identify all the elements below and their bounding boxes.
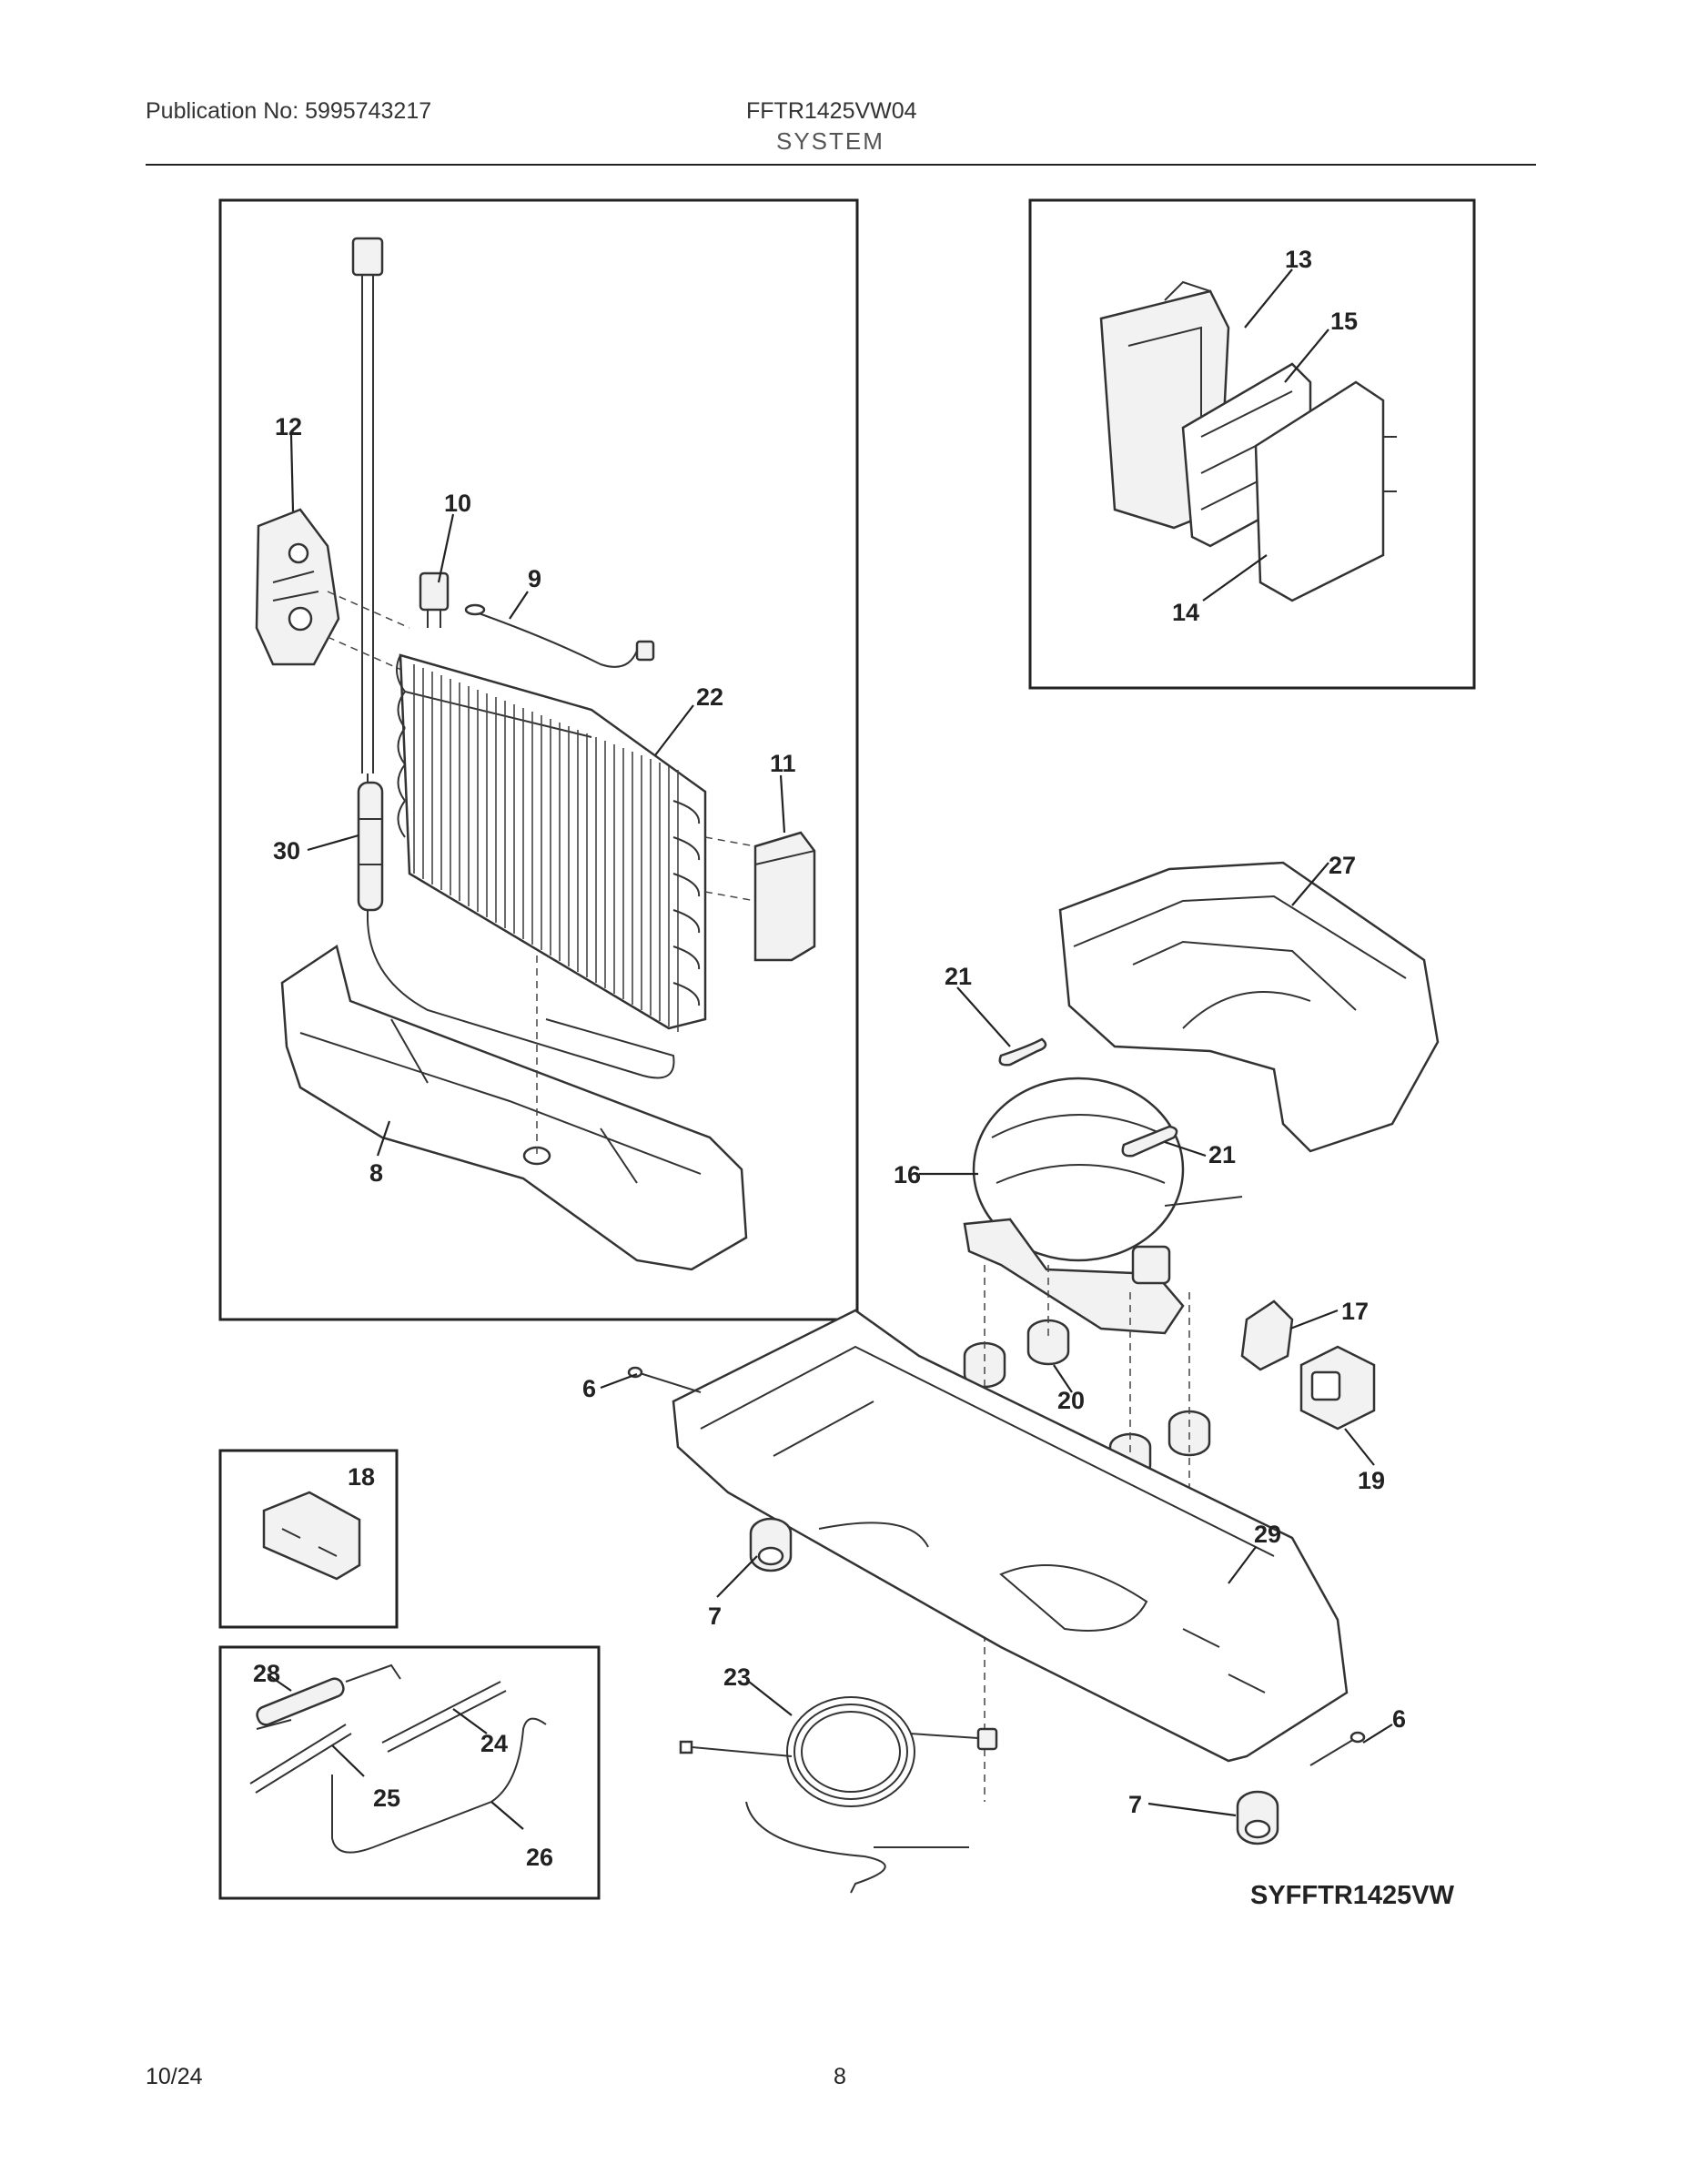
leader-26 [490, 1801, 524, 1830]
drier-part-28 [256, 1663, 401, 1730]
leader-13 [1244, 268, 1293, 329]
callout-26: 26 [526, 1844, 553, 1871]
leader-24 [452, 1708, 488, 1734]
publication-number: Publication No: 5995743217 [146, 98, 432, 124]
leader-9 [509, 591, 529, 620]
leader-11 [779, 774, 786, 834]
callout-12: 12 [275, 413, 302, 440]
leader-10 [437, 513, 455, 583]
bracket-part-12 [255, 508, 340, 666]
power-cord-part-23 [679, 1696, 998, 1894]
callout-7-left: 7 [708, 1603, 722, 1630]
overload-part-19 [1299, 1345, 1376, 1431]
leader-17 [1289, 1309, 1339, 1330]
heater-part-30 [357, 781, 384, 912]
callout-6-bottom: 6 [1392, 1705, 1406, 1733]
leader-8 [376, 1120, 391, 1157]
leader-20 [1053, 1364, 1073, 1393]
leader-23 [748, 1681, 793, 1716]
callout-18: 18 [348, 1463, 375, 1491]
callout-24: 24 [480, 1730, 508, 1757]
diagram-code: SYFFTR1425VW [1250, 1881, 1455, 1910]
compressor-part-16 [963, 1077, 1243, 1335]
leader-7a [716, 1555, 758, 1598]
callout-6-top: 6 [582, 1375, 596, 1402]
tube-part-24 [381, 1681, 507, 1753]
callout-21-right: 21 [1208, 1141, 1236, 1168]
callout-16: 16 [894, 1161, 921, 1188]
foot-part-7-right [1236, 1790, 1279, 1845]
leader-22 [654, 704, 694, 756]
leader-21a [956, 986, 1011, 1047]
leader-12 [289, 434, 295, 512]
leader-29 [1228, 1546, 1257, 1584]
header-rule [146, 164, 1536, 166]
callout-29: 29 [1254, 1521, 1281, 1548]
section-title: SYSTEM [776, 127, 884, 155]
control-cover-part-14 [1254, 380, 1397, 602]
leader-19 [1344, 1428, 1375, 1466]
leader-15 [1284, 329, 1329, 383]
callout-9: 9 [528, 565, 541, 592]
assembly-lines-11 [704, 836, 756, 902]
wire-sensor-part-9 [464, 603, 655, 668]
callout-25: 25 [373, 1785, 400, 1812]
callout-10: 10 [444, 490, 471, 517]
leader-14 [1202, 554, 1268, 602]
bracket-part-18 [262, 1491, 361, 1581]
callout-8: 8 [369, 1159, 383, 1187]
page-number: 8 [834, 2064, 846, 2089]
callout-13: 13 [1285, 246, 1312, 273]
leader-6b [1362, 1724, 1393, 1744]
callout-17: 17 [1341, 1298, 1369, 1325]
compressor-cover-part-27 [1058, 861, 1440, 1153]
leader-21b [1164, 1140, 1207, 1158]
callout-22: 22 [696, 683, 723, 711]
foot-part-7-left [749, 1517, 793, 1572]
clip-part-21-top [998, 1037, 1047, 1067]
callout-19: 19 [1358, 1467, 1385, 1494]
leader-30 [307, 834, 359, 852]
drain-pan-part-8 [280, 944, 748, 1271]
base-plate-part-29 [672, 1309, 1349, 1763]
footer-date: 10/24 [146, 2064, 203, 2089]
relay-part-17 [1240, 1299, 1294, 1371]
leader-27 [1291, 862, 1329, 906]
screw-part-6-bottom [1309, 1731, 1366, 1766]
callout-30: 30 [273, 837, 300, 864]
leader-28 [267, 1673, 292, 1692]
tubing-kit-frame [218, 1645, 601, 1900]
evaporator-group-frame [218, 198, 859, 1321]
leader-6a [600, 1372, 638, 1390]
callout-27: 27 [1329, 852, 1356, 879]
leader-7b [1147, 1802, 1237, 1817]
callout-14: 14 [1172, 599, 1199, 626]
callout-20: 20 [1057, 1387, 1085, 1414]
part-18-frame [218, 1449, 399, 1629]
harness-cable [351, 237, 675, 1079]
callout-23: 23 [723, 1663, 751, 1691]
cover-part-11 [753, 831, 816, 962]
callout-15: 15 [1330, 308, 1358, 335]
callout-11: 11 [770, 750, 796, 777]
callout-7-right: 7 [1128, 1791, 1142, 1818]
screw-part-6-top [627, 1366, 702, 1393]
tube-part-25 [249, 1724, 352, 1794]
tube-part-26 [331, 1717, 547, 1854]
model-number: FFTR1425VW04 [746, 98, 917, 124]
control-box-frame [1028, 198, 1476, 690]
clip-part-21-right [1121, 1125, 1178, 1158]
sensor-part-10 [419, 571, 450, 628]
assembly-lines-12 [327, 591, 410, 674]
evaporator-part-22 [396, 653, 707, 1032]
callout-28: 28 [253, 1660, 280, 1687]
callout-21-top: 21 [945, 963, 972, 990]
leader-25 [331, 1744, 365, 1777]
